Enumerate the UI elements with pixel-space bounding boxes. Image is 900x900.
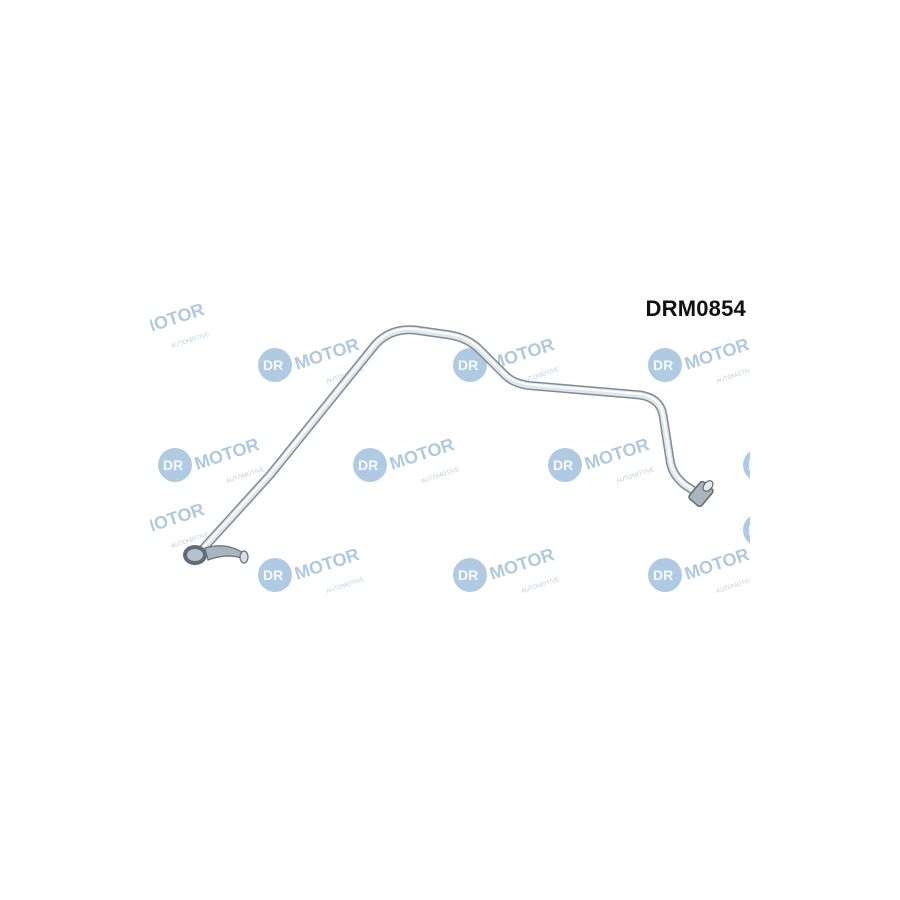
oil-pipe bbox=[183, 325, 714, 565]
product-photo-svg: DR MOTOR AUTOMOTIVE bbox=[150, 299, 750, 595]
part-number-label: DRM0854 bbox=[645, 296, 746, 321]
left-banjo-fitting bbox=[183, 545, 249, 565]
right-end-fitting bbox=[688, 480, 714, 508]
product-photo: DR MOTOR AUTOMOTIVE bbox=[150, 290, 750, 610]
